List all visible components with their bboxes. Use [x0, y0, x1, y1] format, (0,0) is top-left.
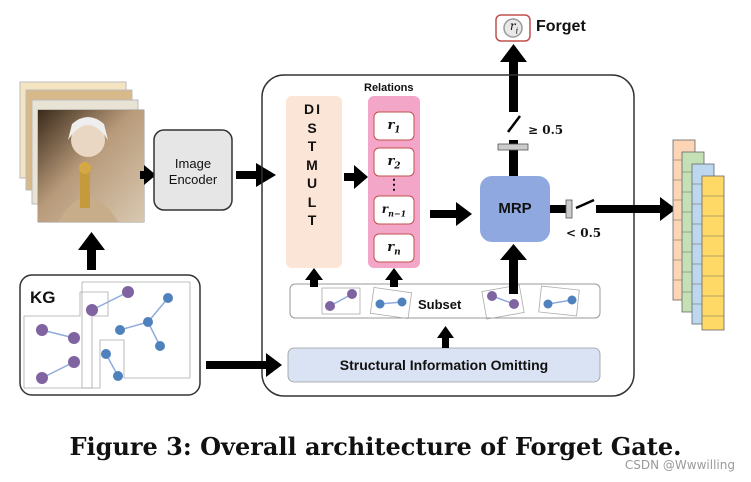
forget-arrow [500, 44, 527, 98]
figure-caption: Figure 3: Overall architecture of Forget… [69, 432, 682, 461]
image-encoder-line1: Image [174, 156, 212, 171]
arrow-encoder-to-distmult [236, 163, 276, 187]
subset-box [289, 283, 601, 319]
switch-low [550, 197, 676, 221]
subset-graph-1 [321, 287, 361, 315]
arrow-kg-to-images [78, 232, 105, 270]
mrp-box [480, 176, 550, 242]
image-encoder-label: Image Encoder [154, 156, 232, 188]
forget-output [495, 14, 531, 42]
distmult-box [286, 96, 342, 268]
relation-r1: r1 [374, 118, 414, 136]
image-encoder-line2: Encoder [168, 172, 218, 187]
image-encoder-box [153, 129, 233, 211]
watermark: CSDN @Wwwilling [624, 458, 735, 472]
mrp-label: MRP [498, 200, 532, 217]
kg-label: KG [30, 288, 56, 307]
arrow-subset-to-mrp [500, 244, 527, 294]
relation-rn-box [373, 233, 415, 263]
kg-graph [23, 281, 191, 389]
arrow-subset-to-distmult [305, 268, 323, 287]
arrow-structural-to-subset [437, 326, 454, 348]
distmult-label: DISTMULT [304, 101, 322, 228]
relations-title: Relations [364, 82, 414, 94]
forget-label: Forget [536, 18, 586, 35]
relation-rn1: rn−1 [374, 202, 414, 218]
arrow-kg-to-structural [206, 353, 282, 377]
forget-symbol-sub: i [515, 26, 519, 36]
threshold-low-label: < 0.5 [566, 226, 602, 240]
subset-graph-3 [481, 284, 525, 320]
relation-r2: r2 [374, 154, 414, 172]
threshold-high-label: ≥ 0.5 [528, 123, 564, 137]
kg-box [19, 274, 201, 396]
switch-high [497, 98, 529, 176]
relation-rn-sub: n [394, 247, 401, 258]
structural-label: Structural Information Omitting [339, 357, 549, 373]
relation-rn-symbol: r [387, 240, 395, 255]
forget-gate-container [261, 74, 635, 397]
relation-rn: rn [374, 240, 414, 258]
arrow-relations-to-mrp [430, 202, 472, 226]
relation-r1-box [373, 111, 415, 141]
arrow-distmult-to-relations [344, 165, 368, 189]
relation-r1-sub: 1 [394, 125, 401, 136]
portrait-figure [58, 117, 118, 222]
forget-symbol: ri [504, 19, 524, 35]
relation-r1-symbol: r [387, 118, 395, 133]
relation-rn1-sub: n−1 [388, 208, 407, 219]
embedding-stack [672, 139, 725, 331]
relation-r2-box [373, 147, 415, 177]
arrow-subset-to-relations [385, 268, 403, 287]
relation-r2-symbol: r [387, 154, 395, 169]
arrow-image-to-encoder [140, 165, 156, 185]
relation-rn1-symbol: r [381, 202, 389, 216]
relation-ellipsis: ⋮ [387, 176, 401, 192]
relation-rn1-box [373, 195, 415, 225]
forget-symbol-r: r [509, 19, 516, 33]
subset-graph-2 [369, 287, 413, 319]
relation-r2-sub: 2 [394, 161, 401, 172]
subset-graph-4 [538, 285, 580, 317]
subset-label: Subset [418, 297, 462, 312]
